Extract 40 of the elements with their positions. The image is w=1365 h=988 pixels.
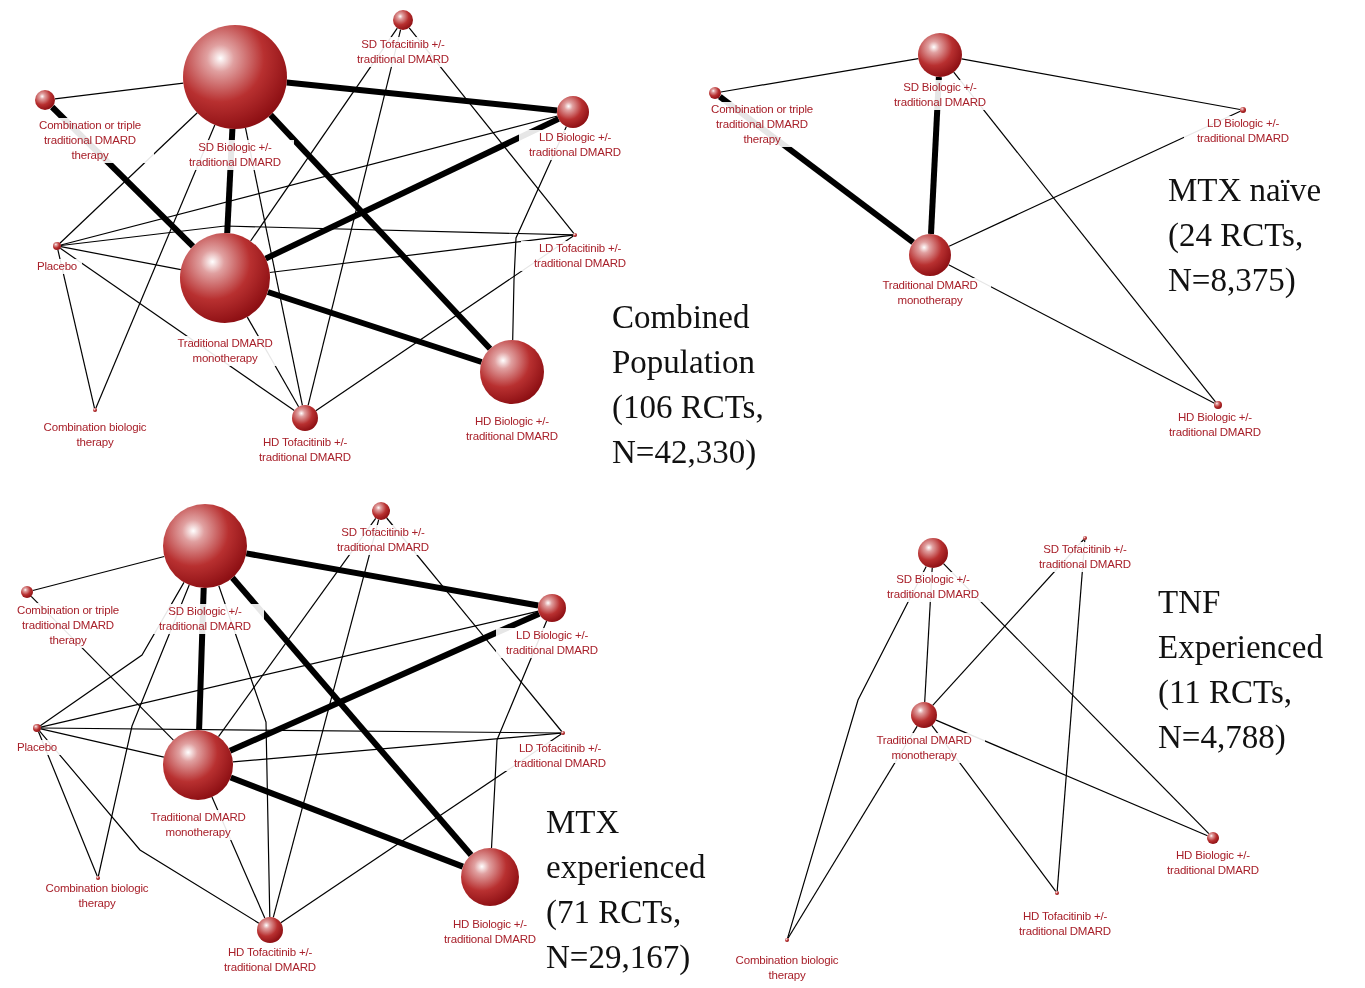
network-edge: [60, 225, 574, 247]
network-edge: [245, 550, 539, 609]
network-edge: [230, 575, 474, 857]
network-edge: [232, 732, 562, 763]
network-caption: MTX experienced (71 RCTs, N=29,167): [546, 803, 707, 977]
network-edge: [40, 610, 539, 728]
network-edge: [1056, 539, 1086, 892]
network-edge: [942, 563, 1210, 835]
network-edge: [720, 58, 919, 93]
network-caption: Combined Population (106 RCTs, N=42,330): [612, 298, 765, 472]
network-edge: [935, 719, 1209, 837]
network-edge: [229, 774, 464, 870]
network-edge: [60, 246, 182, 271]
network-edge: [286, 79, 558, 114]
network-edge: [264, 116, 560, 262]
network-edge: [37, 731, 98, 877]
network-edge: [57, 249, 96, 409]
network-edge: [269, 234, 574, 274]
network-caption: TNF Experienced (11 RCTs, N=4,788): [1158, 583, 1324, 757]
network-edge: [266, 289, 483, 365]
network-edge: [787, 565, 927, 939]
network-edge: [961, 58, 1241, 111]
network-edge: [272, 519, 380, 918]
network-edge: [228, 610, 541, 754]
network-edge: [953, 71, 1217, 403]
network-edge: [59, 112, 198, 244]
network-edge: [218, 585, 271, 918]
network-edge: [32, 555, 165, 592]
network-edge: [95, 124, 216, 409]
network-caption: MTX naïve (24 RCTs, N=8,375): [1168, 171, 1323, 300]
network-edge: [97, 584, 190, 877]
network-edge: [948, 264, 1216, 404]
network-edge: [307, 29, 402, 406]
network-edge: [40, 727, 562, 734]
network-edge: [268, 112, 493, 351]
network-edge: [60, 115, 559, 246]
network-edge: [54, 82, 184, 100]
network-edge: [40, 728, 165, 758]
network-edge: [39, 730, 260, 924]
network-edge: [244, 127, 303, 406]
